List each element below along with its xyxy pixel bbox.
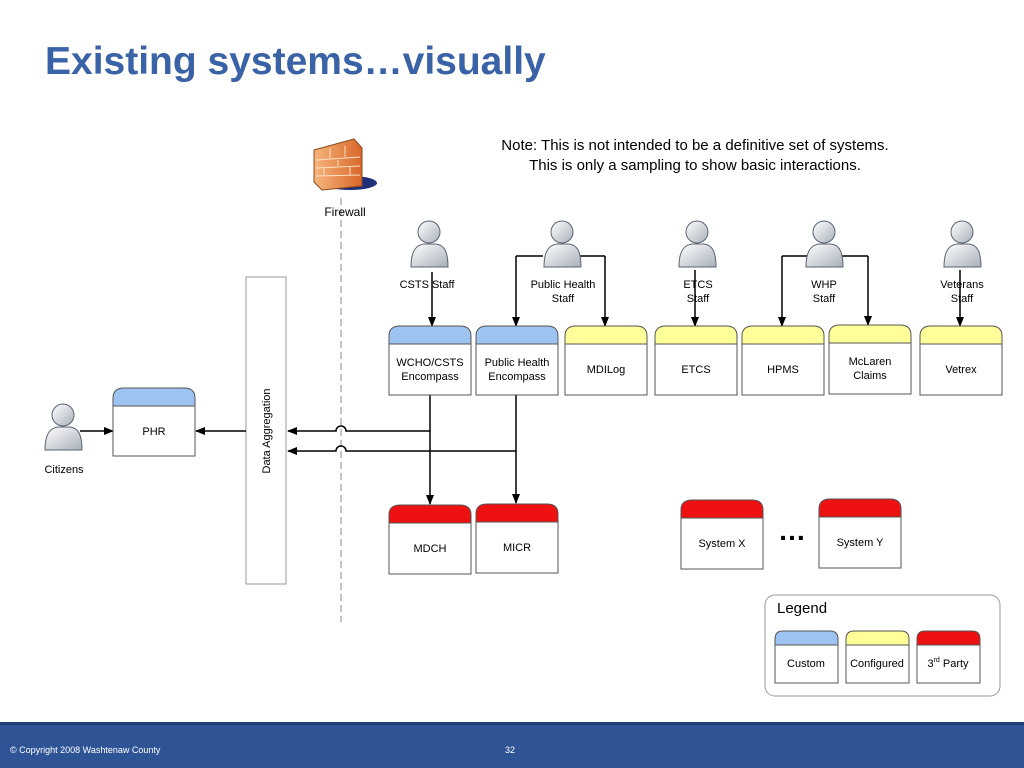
footer: © Copyright 2008 Washtenaw County 32 — [0, 722, 1024, 768]
actor-whp-staff: WHP Staff — [805, 220, 844, 305]
actor-label: Staff — [951, 293, 974, 305]
data-aggregation-label: Data Aggregation — [261, 388, 273, 473]
actor-etcs-staff: ETCS Staff — [678, 220, 717, 305]
system-label: MDCH — [414, 543, 447, 555]
ellipsis: … — [778, 515, 806, 546]
legend-title: Legend — [777, 600, 827, 617]
person-icon — [943, 220, 982, 268]
system-mdch: MDCH — [388, 504, 472, 575]
system-label: Encompass — [401, 371, 459, 383]
note-line-2: This is only a sampling to show basic in… — [529, 157, 861, 174]
systems-diagram: Firewall Data Aggregation Citizens — [44, 138, 1003, 697]
system-y: System Y — [818, 498, 902, 569]
person-icon — [678, 220, 717, 268]
firewall-label: Firewall — [324, 205, 365, 219]
page-number: 32 — [505, 745, 516, 755]
legend-label: 3rd Party — [927, 657, 969, 670]
actor-label: CSTS Staff — [400, 279, 456, 291]
system-phr: PHR — [112, 387, 196, 457]
legend: Legend Custom Configured 3rd Party — [764, 594, 1001, 697]
legend-third-party: 3rd Party — [916, 630, 981, 684]
actor-label: WHP — [811, 279, 837, 291]
system-hpms: HPMS — [741, 325, 825, 396]
actor-public-health-staff: Public Health Staff — [531, 220, 596, 305]
note: Note: This is not intended to be a defin… — [440, 136, 950, 176]
actor-label: ETCS — [683, 279, 712, 291]
person-icon — [543, 220, 582, 268]
legend-custom: Custom — [774, 630, 839, 684]
actor-label: Staff — [687, 293, 710, 305]
system-wcho-csts-encompass: WCHO/CSTS Encompass — [388, 325, 472, 396]
actor-veterans-staff: Veterans Staff — [940, 220, 984, 305]
actor-label: Citizens — [44, 464, 84, 476]
connectors — [80, 255, 964, 505]
system-label: System Y — [837, 537, 885, 549]
legend-label: Custom — [787, 658, 825, 670]
data-aggregation: Data Aggregation — [245, 276, 287, 585]
note-line-1: Note: This is not intended to be a defin… — [501, 137, 889, 154]
system-label: Public Health — [485, 357, 550, 369]
system-label: Vetrex — [945, 364, 977, 376]
system-vetrex: Vetrex — [919, 325, 1003, 396]
system-label: HPMS — [767, 364, 799, 376]
actor-label: Public Health — [531, 279, 596, 291]
firewall: Firewall — [313, 138, 377, 622]
legend-label: Configured — [850, 658, 904, 670]
actor-label: Staff — [813, 293, 836, 305]
actor-csts-staff: CSTS Staff — [400, 220, 456, 291]
system-label: Encompass — [488, 371, 546, 383]
system-public-health-encompass: Public Health Encompass — [475, 325, 559, 396]
system-label: WCHO/CSTS — [396, 357, 463, 369]
firewall-icon — [313, 138, 377, 191]
system-mdilog: MDILog — [564, 325, 648, 396]
person-icon — [44, 403, 83, 451]
actor-citizens: Citizens — [44, 403, 84, 476]
system-mclaren-claims: McLaren Claims — [828, 324, 912, 395]
copyright: © Copyright 2008 Washtenaw County — [10, 745, 161, 755]
system-label: ETCS — [681, 364, 710, 376]
system-etcs: ETCS — [654, 325, 738, 396]
system-label: McLaren — [849, 356, 892, 368]
system-label: MDILog — [587, 364, 626, 376]
person-icon — [805, 220, 844, 268]
system-label: MICR — [503, 542, 531, 554]
system-label: Claims — [853, 370, 887, 382]
system-label: System X — [698, 538, 746, 550]
system-x: System X — [680, 499, 764, 570]
page-title: Existing systems…visually — [45, 40, 546, 83]
system-micr: MICR — [475, 503, 559, 574]
actor-label: Staff — [552, 293, 575, 305]
system-label: PHR — [142, 426, 165, 438]
person-icon — [410, 220, 449, 268]
legend-configured: Configured — [845, 630, 910, 684]
actor-label: Veterans — [940, 279, 984, 291]
